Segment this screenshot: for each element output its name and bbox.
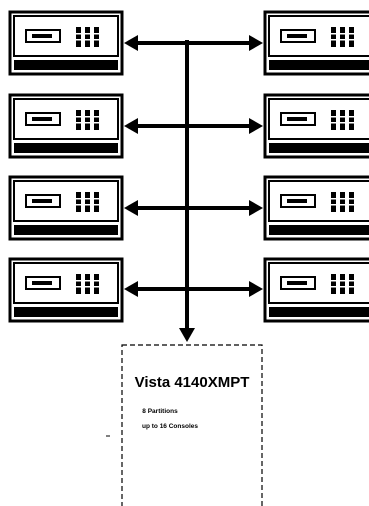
keypad-right-3 bbox=[263, 175, 369, 241]
arrow-left-1 bbox=[124, 35, 138, 51]
panel-partitions: 8 Partitions bbox=[142, 408, 178, 415]
keypad-left-2 bbox=[8, 93, 124, 159]
keypad-right-4 bbox=[263, 257, 369, 323]
keypad-right-2 bbox=[263, 93, 369, 159]
arrow-right-1 bbox=[249, 35, 263, 51]
keypad-left-4 bbox=[8, 257, 124, 323]
panel-title: Vista 4140XMPT bbox=[135, 374, 250, 391]
arrow-right-3 bbox=[249, 200, 263, 216]
keypad-left-3 bbox=[8, 175, 124, 241]
arrow-right-4 bbox=[249, 281, 263, 297]
arrow-left-4 bbox=[124, 281, 138, 297]
bus-arrow-down bbox=[179, 328, 195, 342]
arrow-left-3 bbox=[124, 200, 138, 216]
control-panel bbox=[121, 344, 263, 506]
panel-consoles: up to 16 Consoles bbox=[142, 423, 198, 430]
keypad-left-1 bbox=[8, 10, 124, 76]
arrow-left-2 bbox=[124, 118, 138, 134]
keypad-right-1 bbox=[263, 10, 369, 76]
arrow-right-2 bbox=[249, 118, 263, 134]
